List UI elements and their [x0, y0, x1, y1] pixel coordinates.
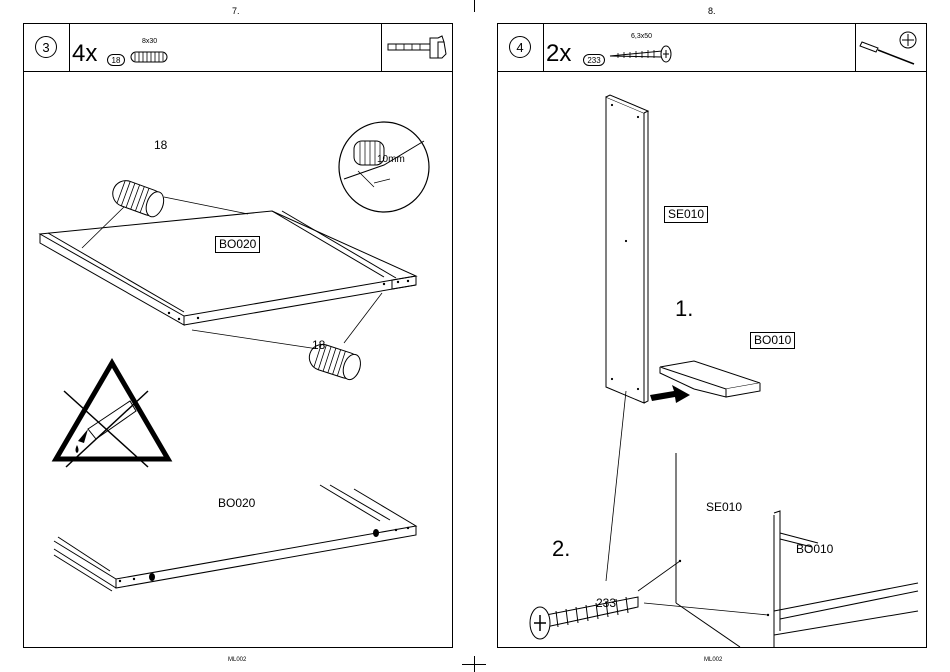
panel-label-bo020: BO020	[215, 236, 260, 253]
depth-label: 10mm	[377, 154, 405, 165]
part-id-badge: 18	[107, 54, 125, 66]
hammer-icon	[386, 34, 448, 64]
dowel-top-label: 18	[154, 138, 167, 152]
step-one-marker: 1.	[675, 296, 693, 322]
step-number: 3	[35, 36, 57, 58]
page-number-right: 8.	[708, 6, 716, 16]
footer-right: ML002	[704, 657, 722, 663]
screwdriver-icon	[858, 28, 924, 68]
side-panel	[606, 95, 648, 403]
step-number-box: 4	[498, 24, 544, 71]
insert-arrow	[650, 385, 690, 403]
step-4-panel: 4 2x 233 6,3x50	[497, 23, 927, 648]
tool-box	[855, 24, 926, 71]
no-glue-warning-icon	[56, 363, 168, 467]
screw-label: 233	[596, 596, 616, 610]
detail-shelf-label: BO010	[796, 542, 833, 556]
screw-icon	[608, 42, 678, 64]
part-id-badge: 233	[583, 54, 605, 66]
step-header: 3 4x 18 8x30	[24, 24, 452, 72]
step-two-marker: 2.	[552, 536, 570, 562]
step-header: 4 2x 233 6,3x50	[498, 24, 926, 72]
part-quantity: 4x	[72, 42, 97, 66]
step-3-panel: 3 4x 18 8x30	[23, 23, 453, 648]
side-panel-label: SE010	[664, 206, 708, 223]
part-size: 8x30	[142, 38, 157, 45]
screw-233	[530, 597, 638, 639]
panel-label-bo020-bottom: BO020	[218, 496, 255, 510]
step-number: 4	[509, 36, 531, 58]
crop-mark-top	[474, 0, 475, 12]
footer-left: ML002	[228, 657, 246, 663]
depth-detail-circle	[339, 122, 429, 212]
page-number-left: 7.	[232, 6, 240, 16]
crop-mark-bottom-h	[462, 664, 486, 665]
dowel-icon	[129, 48, 171, 66]
dowel-bottom-label: 18	[312, 338, 325, 352]
part-quantity: 2x	[546, 42, 571, 66]
step-number-box: 3	[24, 24, 70, 71]
tool-box	[381, 24, 452, 71]
part-size: 6,3x50	[631, 33, 652, 40]
bottom-panel-top-view	[40, 211, 416, 325]
shelf-label: BO010	[750, 332, 795, 349]
detail-side-label: SE010	[706, 500, 742, 514]
